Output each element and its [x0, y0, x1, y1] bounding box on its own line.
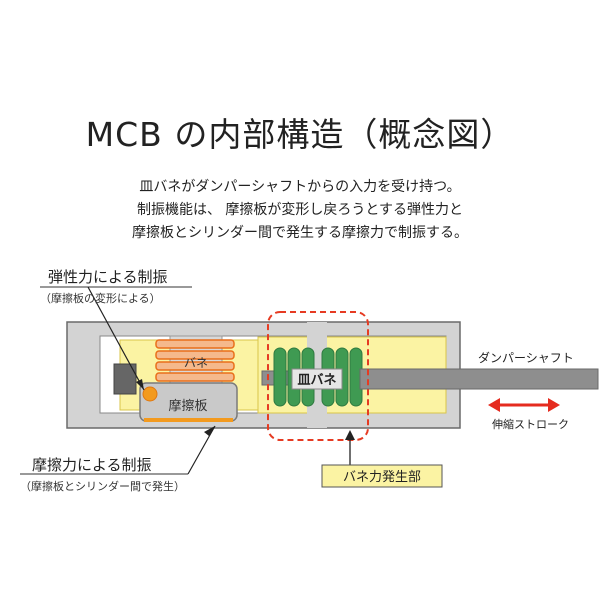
disc-spring-label-box	[291, 368, 343, 390]
description-line: 制振機能は、 摩擦板が変形し戻ろうとする弾性力と	[136, 202, 464, 218]
stroke-label: 伸縮ストローク	[492, 417, 569, 431]
friction-callout	[20, 425, 216, 475]
elastic-point-marker	[142, 386, 158, 402]
damper-shaft-label: ダンパーシャフト	[478, 350, 574, 365]
stroke-arrow	[488, 398, 560, 412]
spring-force-label-box	[321, 464, 443, 488]
friction-damping-label: 摩擦力による制振	[32, 456, 152, 474]
disc-spring-label: 皿バネ	[297, 373, 336, 388]
friction-plate-bottom-band	[144, 418, 233, 422]
friction-damping-sublabel: （摩擦板とシリンダー間で発生）	[20, 480, 185, 493]
spring-force-pointer	[345, 430, 355, 465]
description-line: 皿バネがダンパーシャフトからの入力を受け持つ。	[139, 179, 461, 195]
elastic-damping-sublabel: （摩擦板の変形による）	[40, 292, 161, 305]
elastic-callout	[40, 286, 192, 391]
description: 皿バネがダンパーシャフトからの入力を受け持つ。 制振機能は、 摩擦板が変形し戻ろ…	[0, 176, 600, 245]
friction-plate-label: 摩擦板	[168, 398, 207, 414]
spring-force-zone	[267, 311, 369, 441]
spring-coil	[155, 339, 235, 382]
spring-force-label: バネ力発生部	[343, 470, 421, 485]
elastic-damping-label: 弾性力による制振	[48, 268, 168, 286]
spring-label: バネ	[184, 356, 208, 370]
end-stopper	[113, 363, 137, 395]
damper-shaft	[359, 368, 599, 390]
page-title: MCB の内部構造（概念図）	[85, 115, 515, 154]
description-line: 摩擦板とシリンダー間で発生する摩擦力で制振する。	[132, 225, 468, 241]
